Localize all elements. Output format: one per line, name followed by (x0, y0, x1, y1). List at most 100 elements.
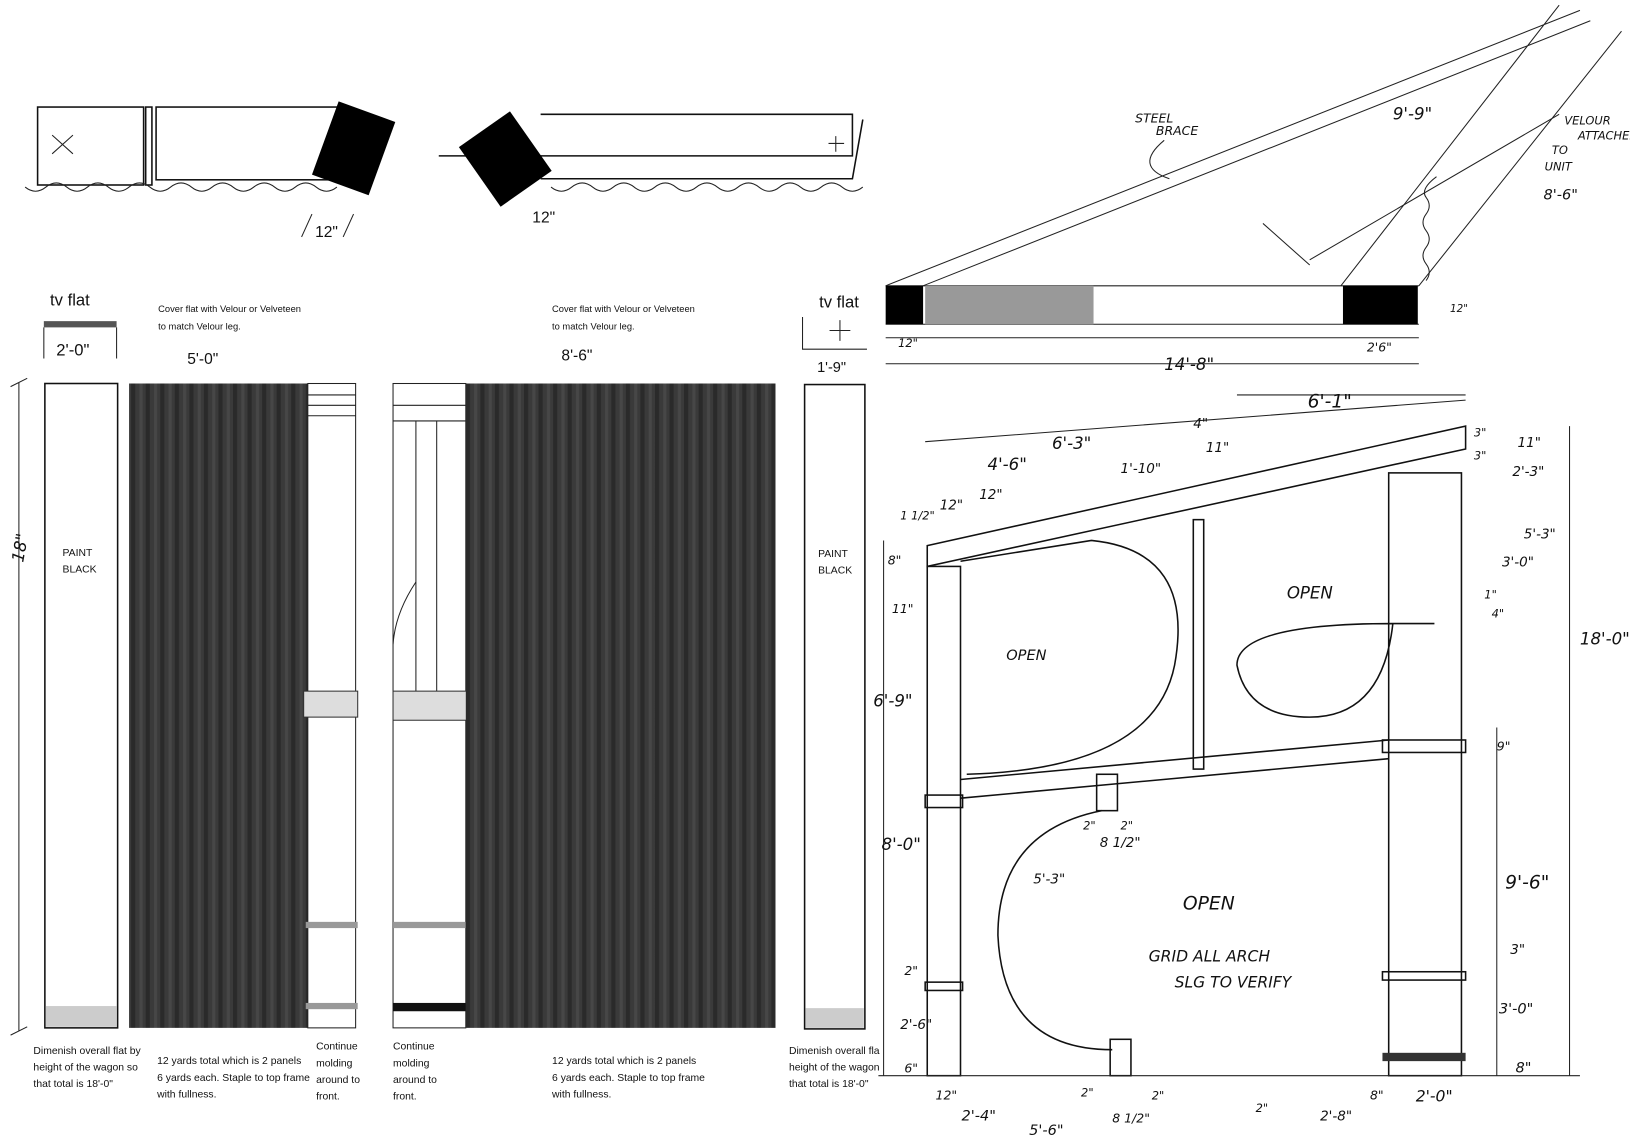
annotation: TO (1552, 143, 1568, 157)
dim-label: 3" (1474, 426, 1487, 440)
dim-label: 3" (1474, 448, 1487, 462)
dim-label: 2" (1081, 1085, 1094, 1099)
annotation: STEEL (1135, 111, 1173, 126)
dim-label: 2" (1152, 1089, 1165, 1103)
note-line: Cover flat with Velour or Velveteen (158, 304, 301, 314)
note-line: GRID ALL ARCH (1149, 947, 1271, 965)
dim-label: 6'-9" (873, 692, 912, 711)
note-line: around to (393, 1075, 437, 1086)
top-left-wagon-sketch: 12" (24, 101, 396, 241)
annotation: ATTACHED (1577, 128, 1630, 142)
dim-label: 11" (1518, 435, 1541, 451)
dim-label: 8 1/2" (1112, 1110, 1150, 1125)
dims-middle: 2" 2" 8 1/2" 5'-3" (1033, 818, 1140, 887)
dim-label: 9" (1497, 738, 1511, 753)
dim-label: 2" (904, 963, 918, 978)
dim-label: 2'-6" (900, 1017, 932, 1033)
dim-label: 4" (1193, 416, 1208, 432)
note-line: Cover flat with Velour or Velveteen (552, 304, 695, 314)
dim-label: 12" (936, 1088, 958, 1103)
note-line: Continue (316, 1042, 358, 1053)
dim-label: 2'-4" (962, 1107, 996, 1124)
note-line: with fullness. (551, 1090, 611, 1101)
dim-label: 8" (888, 552, 902, 567)
note-line: 12 yards total which is 2 panels (157, 1056, 301, 1067)
right-tv-flat: tv flat 1'-9" PAINT BLACK Dimenish overa… (789, 293, 880, 1090)
note-line: that total is 18'-0" (33, 1079, 113, 1090)
dim-label: 2" (1256, 1101, 1269, 1115)
molding-column-a: Continue molding around to front. (303, 382, 360, 1103)
note-line: front. (316, 1092, 340, 1103)
dim-label: 8" (1370, 1088, 1384, 1103)
dim-label: 18'-0" (1580, 629, 1630, 648)
flat-height: 18" (8, 532, 32, 564)
dim-label: 1'-10" (1121, 461, 1162, 477)
dim-label: 2'-0" (1416, 1088, 1453, 1106)
open-label: OPEN (1287, 584, 1333, 603)
flat-title: tv flat (50, 291, 90, 310)
dim-label: 2" (1121, 818, 1134, 832)
dim-label: 3'-0" (1499, 1000, 1533, 1017)
dim-label: 12" (979, 487, 1002, 503)
annotation: VELOUR (1564, 114, 1610, 128)
open-label: OPEN (1183, 893, 1235, 914)
dim-label: 3" (1510, 942, 1525, 958)
dim-label: 2'-8" (1320, 1108, 1352, 1124)
dim-label: 2" (1083, 818, 1096, 832)
note-line: around to (316, 1075, 360, 1086)
paint-label: BLACK (818, 566, 852, 577)
dim-label: 1 1/2" (900, 509, 935, 523)
curtain-width: 8'-6" (561, 348, 592, 365)
velour-curtain-5ft: Cover flat with Velour or Velveteen to m… (129, 304, 310, 1101)
flat-width: 2'-0" (56, 340, 89, 359)
note-line: with fullness. (156, 1090, 216, 1101)
dim-label: 9'-6" (1505, 873, 1549, 894)
dims-top: 6'-1" 6'-3" 4'-6" 4" 11" 1'-10" 12" 12" … (900, 391, 1352, 522)
dim-label: 1" (1484, 588, 1497, 602)
dim-label: 3'-0" (1502, 554, 1534, 570)
note-line: front. (393, 1092, 417, 1103)
note-line: 6 yards each. Staple to top frame (552, 1073, 705, 1084)
note-line: to match Velour leg. (552, 321, 635, 331)
dim-label: 12" (1450, 303, 1468, 315)
plan-view-sketch: STEEL BRACE VELOUR ATTACHED TO UNIT 9'-9… (885, 4, 1630, 374)
note-line: molding (393, 1058, 430, 1069)
note-line: that total is 18'-0" (789, 1079, 869, 1090)
dim-label: 6" (904, 1061, 918, 1076)
note-line: height of the wagon so (33, 1062, 138, 1073)
dim-label: 6'-3" (1052, 434, 1091, 453)
dims-bottom: 12" 2'-4" 5'-6" 2" 2" 8 1/2" 2" 2'-8" 8"… (936, 1085, 1453, 1137)
note-line: 12 yards total which is 2 panels (552, 1056, 696, 1067)
dim-label: 12" (898, 336, 918, 350)
annotation: UNIT (1545, 159, 1573, 173)
flat-title: tv flat (819, 293, 859, 312)
dim-label: 11" (892, 601, 914, 616)
dim-label: 9'-9" (1393, 105, 1432, 124)
dim-label: 14'-8" (1164, 355, 1214, 374)
note-line: height of the wagon (789, 1062, 880, 1073)
dim-label: 11" (1206, 440, 1229, 456)
paint-label: PAINT (818, 549, 848, 560)
dim-label: 5'-3" (1524, 526, 1556, 542)
dim-label: 5'-3" (1033, 871, 1065, 887)
note-line: SLG TO VERIFY (1175, 973, 1293, 991)
dim-label: 12" (940, 497, 963, 513)
note-line: Continue (393, 1042, 435, 1053)
curtain-width: 5'-0" (187, 351, 218, 368)
open-label: OPEN (1006, 647, 1046, 664)
dim-label: 5'-6" (1029, 1122, 1063, 1137)
dim-label: 4" (1492, 606, 1505, 620)
dim-label: 4'-6" (988, 455, 1027, 474)
front-elevation: OPEN OPEN OPEN GRID ALL ARCH SLG TO VERI… (873, 391, 1630, 1137)
dims-left: 8" 11" 6'-9" 8'-0" 2" 2'-6" 6" (873, 552, 932, 1075)
paint-label: PAINT (63, 548, 93, 559)
dim-label: 8" (1515, 1060, 1531, 1077)
dim-label: 8'-6" (1544, 187, 1578, 204)
dims-right: 3" 11" 3" 2'-3" 5'-3" 3'-0" 1" 4" 18'-0"… (1474, 426, 1630, 1077)
dim-label: 2'6" (1367, 339, 1392, 354)
molding-column-b: Continue molding around to front. (392, 382, 469, 1103)
dim-label: 12" (532, 209, 555, 226)
note-line: to match Velour leg. (158, 321, 241, 331)
note-line: Dimenish overall fla (789, 1046, 880, 1057)
